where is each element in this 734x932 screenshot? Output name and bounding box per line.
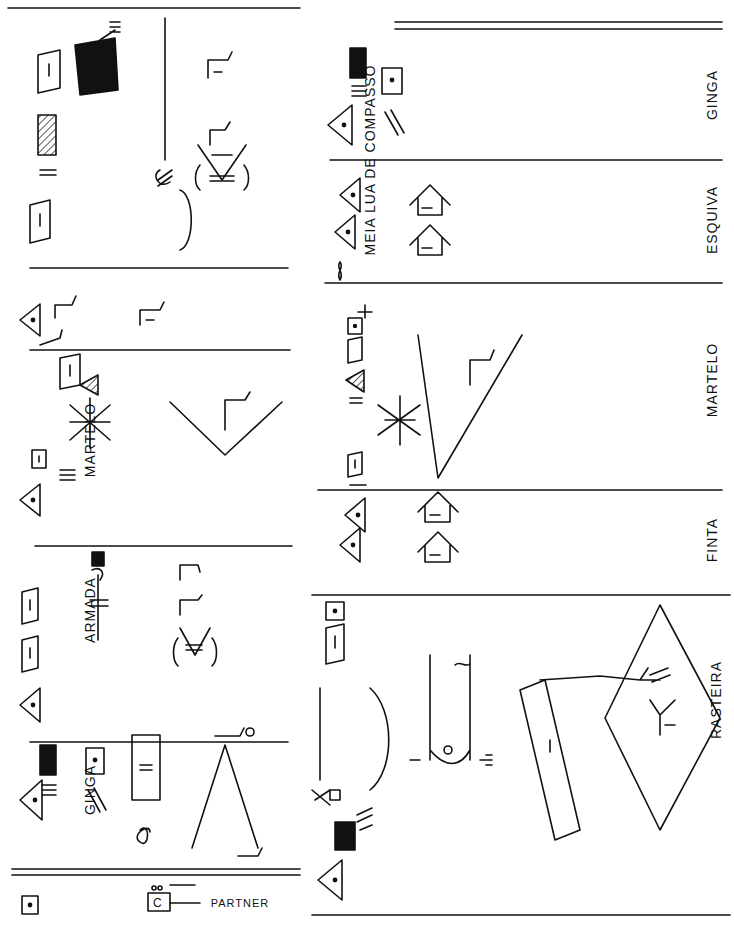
move-label: MARTELO bbox=[705, 343, 719, 417]
partner-label: PARTNER bbox=[211, 898, 270, 909]
move-label: ESQUIVA bbox=[705, 186, 719, 254]
move-label: ARMADA bbox=[83, 577, 97, 643]
move-label: GINGA bbox=[83, 765, 97, 815]
move-label: GINGA bbox=[705, 70, 719, 120]
move-label: MEIA LUA DE COMPASSO bbox=[363, 65, 377, 256]
move-label: RASTEIRA bbox=[709, 661, 723, 739]
move-label: MARTELO bbox=[83, 403, 97, 477]
move-label: FINTA bbox=[705, 518, 719, 562]
svg-text:C: C bbox=[153, 896, 162, 910]
